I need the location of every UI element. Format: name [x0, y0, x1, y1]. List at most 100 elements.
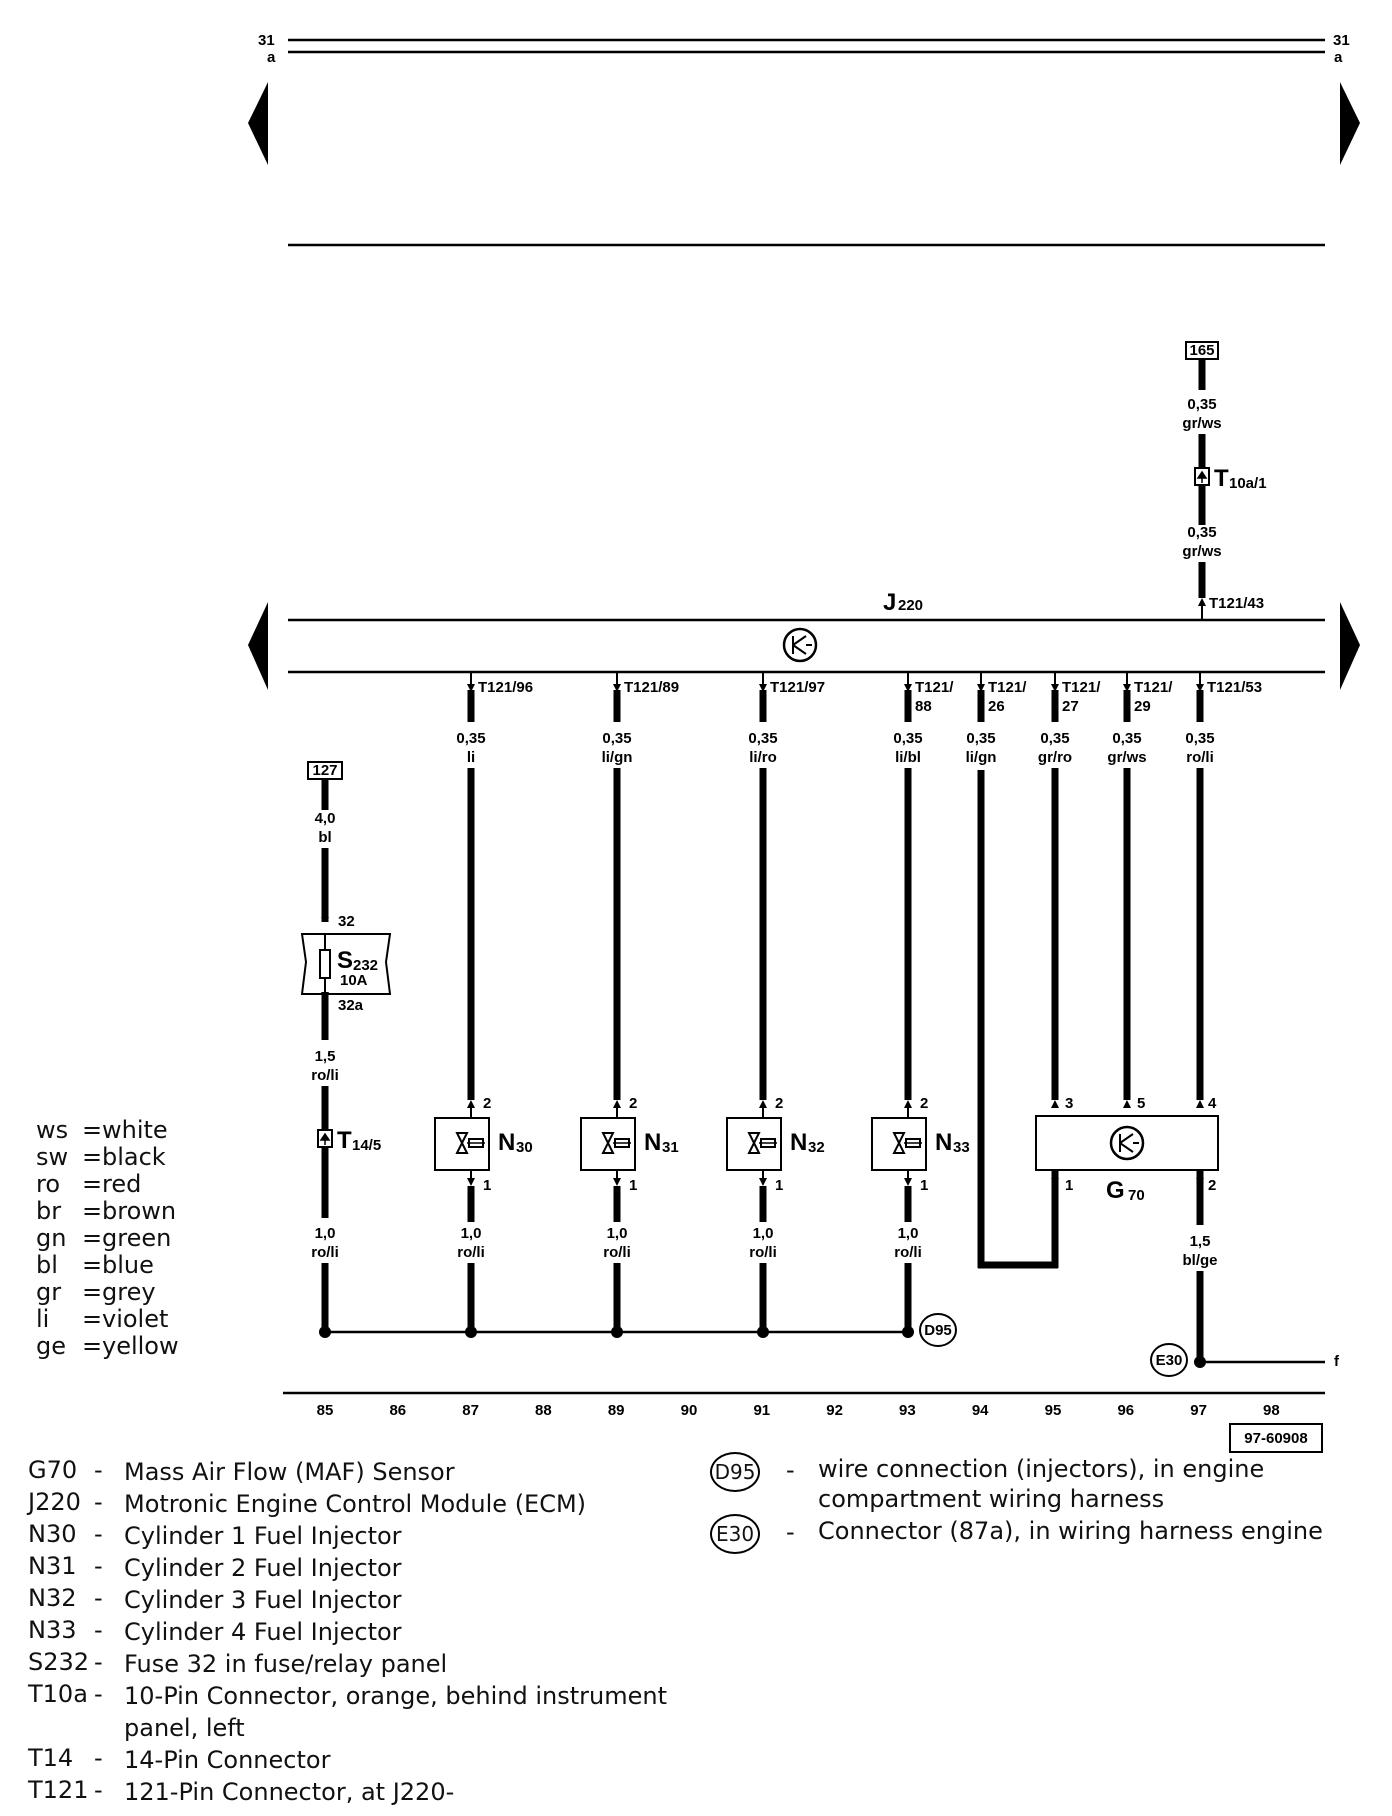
wire-color: gr/ro	[1038, 749, 1072, 766]
wire-color: li/gn	[602, 749, 633, 766]
dash: -	[94, 1584, 103, 1612]
equals-sign: =	[82, 1251, 103, 1279]
track-number: 90	[681, 1402, 698, 1419]
pin-label: T121/96	[478, 679, 533, 696]
component-code: T14	[28, 1744, 74, 1772]
track-number: 89	[608, 1402, 625, 1419]
wire-color: bl	[318, 829, 331, 846]
injector-sub: 31	[662, 1139, 679, 1156]
component-desc: 14-Pin Connector	[124, 1746, 331, 1774]
d95-circle	[919, 1313, 957, 1347]
dash: -	[94, 1456, 103, 1484]
track-number: 96	[1117, 1402, 1134, 1419]
injector-sub: 32	[808, 1139, 825, 1156]
pin-label-2: 88	[915, 698, 932, 715]
maf-pin-4: 4	[1208, 1095, 1217, 1112]
wire-size: 1,5	[1190, 1233, 1211, 1250]
injector-name: N	[644, 1129, 661, 1156]
equals-sign: =	[82, 1224, 103, 1252]
wire-size: 4,0	[315, 810, 336, 827]
continue-f-label: f	[1334, 1353, 1340, 1370]
component-desc: 10-Pin Connector, orange, behind instrum…	[124, 1682, 668, 1742]
ground-sub-left: a	[267, 49, 276, 66]
injector-pin-bottom: 1	[629, 1177, 637, 1194]
connection-legend-row: E30-Connector (87a), in wiring harness e…	[710, 1514, 1350, 1576]
component-desc: 121-Pin Connector, at J220-	[124, 1778, 455, 1806]
equals-sign: =	[82, 1116, 103, 1144]
color-name: violet	[102, 1305, 169, 1333]
injector-name: N	[935, 1129, 952, 1156]
continue-right-arrow-top	[1340, 82, 1360, 165]
maf-box	[1035, 1115, 1219, 1171]
wire-color: ro/li	[603, 1244, 631, 1261]
connection-desc: wire connection (injectors), in engine c…	[818, 1455, 1265, 1513]
component-legend-row: G70-Mass Air Flow (MAF) Sensor	[28, 1456, 688, 1488]
wire-size: 0,35	[1185, 730, 1214, 747]
wire-size: 0,35	[1112, 730, 1141, 747]
color-name: white	[102, 1116, 168, 1144]
wire-size: 0,35	[1187, 396, 1216, 413]
component-legend-row: N33-Cylinder 4 Fuel Injector	[28, 1616, 688, 1648]
wire-size: 1,0	[461, 1225, 482, 1242]
track-number: 97	[1190, 1402, 1207, 1419]
wire-color: li/bl	[895, 749, 921, 766]
injector-sub: 33	[953, 1139, 970, 1156]
pin-label-2: 29	[1134, 698, 1151, 715]
injector-name: N	[790, 1129, 807, 1156]
pin-label: T121/	[988, 679, 1027, 696]
component-legend-row: S232-Fuse 32 in fuse/relay panel	[28, 1648, 688, 1680]
color-name: yellow	[102, 1332, 179, 1360]
wire-color: ro/li	[1186, 749, 1214, 766]
track-number: 98	[1263, 1402, 1280, 1419]
maf-sub: 70	[1128, 1187, 1145, 1204]
ecm-pins: T121/960,35liT121/890,35li/gnT121/970,35…	[456, 672, 1262, 1100]
ecm-name: J	[883, 589, 896, 616]
track-number: 85	[317, 1402, 334, 1419]
component-legend-row: N30-Cylinder 1 Fuel Injector	[28, 1520, 688, 1552]
wire-size: 1,0	[315, 1225, 336, 1242]
component-desc: Cylinder 1 Fuel Injector	[124, 1522, 402, 1550]
component-code: J220	[28, 1488, 81, 1516]
component-code: S232	[28, 1648, 90, 1676]
wire-color: ro/li	[457, 1244, 485, 1261]
maf-pin-2: 2	[1208, 1177, 1216, 1194]
fuse-pin-out: 32a	[338, 997, 364, 1014]
d95-label: D95	[924, 1322, 952, 1339]
equals-sign: =	[82, 1332, 103, 1360]
injector-name: N	[498, 1129, 515, 1156]
injector-pin-top: 2	[483, 1095, 491, 1112]
color-name: blue	[102, 1251, 154, 1279]
color-code: br	[36, 1197, 62, 1225]
component-code: T121	[28, 1776, 89, 1804]
connection-desc: Connector (87a), in wiring harness engin…	[818, 1517, 1323, 1545]
component-desc: Mass Air Flow (MAF) Sensor	[124, 1458, 455, 1486]
e30-label: E30	[1156, 1352, 1183, 1369]
component-code: N31	[28, 1552, 77, 1580]
color-code: gr	[36, 1278, 62, 1306]
color-name: brown	[102, 1197, 177, 1225]
pin-label: T121/89	[624, 679, 679, 696]
track-number: 92	[826, 1402, 843, 1419]
dash: -	[94, 1616, 103, 1644]
color-code: ws	[36, 1116, 69, 1144]
wire-size: 0,35	[748, 730, 777, 747]
color-name: green	[102, 1224, 172, 1252]
t10a-sub: 10a/1	[1229, 475, 1267, 492]
ref-165: 165	[1189, 342, 1214, 359]
equals-sign: =	[82, 1143, 103, 1171]
wire-color: bl/ge	[1182, 1252, 1217, 1269]
component-legend-row: T10a-10-Pin Connector, orange, behind in…	[28, 1680, 688, 1744]
wire-size: 1,0	[898, 1225, 919, 1242]
component-desc: Motronic Engine Control Module (ECM)	[124, 1490, 587, 1518]
maf-symbol-icon	[1109, 1125, 1145, 1161]
connection-legend-row: D95-wire connection (injectors), in engi…	[710, 1452, 1350, 1514]
wire-color: ro/li	[311, 1067, 339, 1084]
maf-name: G	[1106, 1177, 1125, 1204]
color-code: ro	[36, 1170, 61, 1198]
bus-d95: D95	[319, 1313, 957, 1347]
